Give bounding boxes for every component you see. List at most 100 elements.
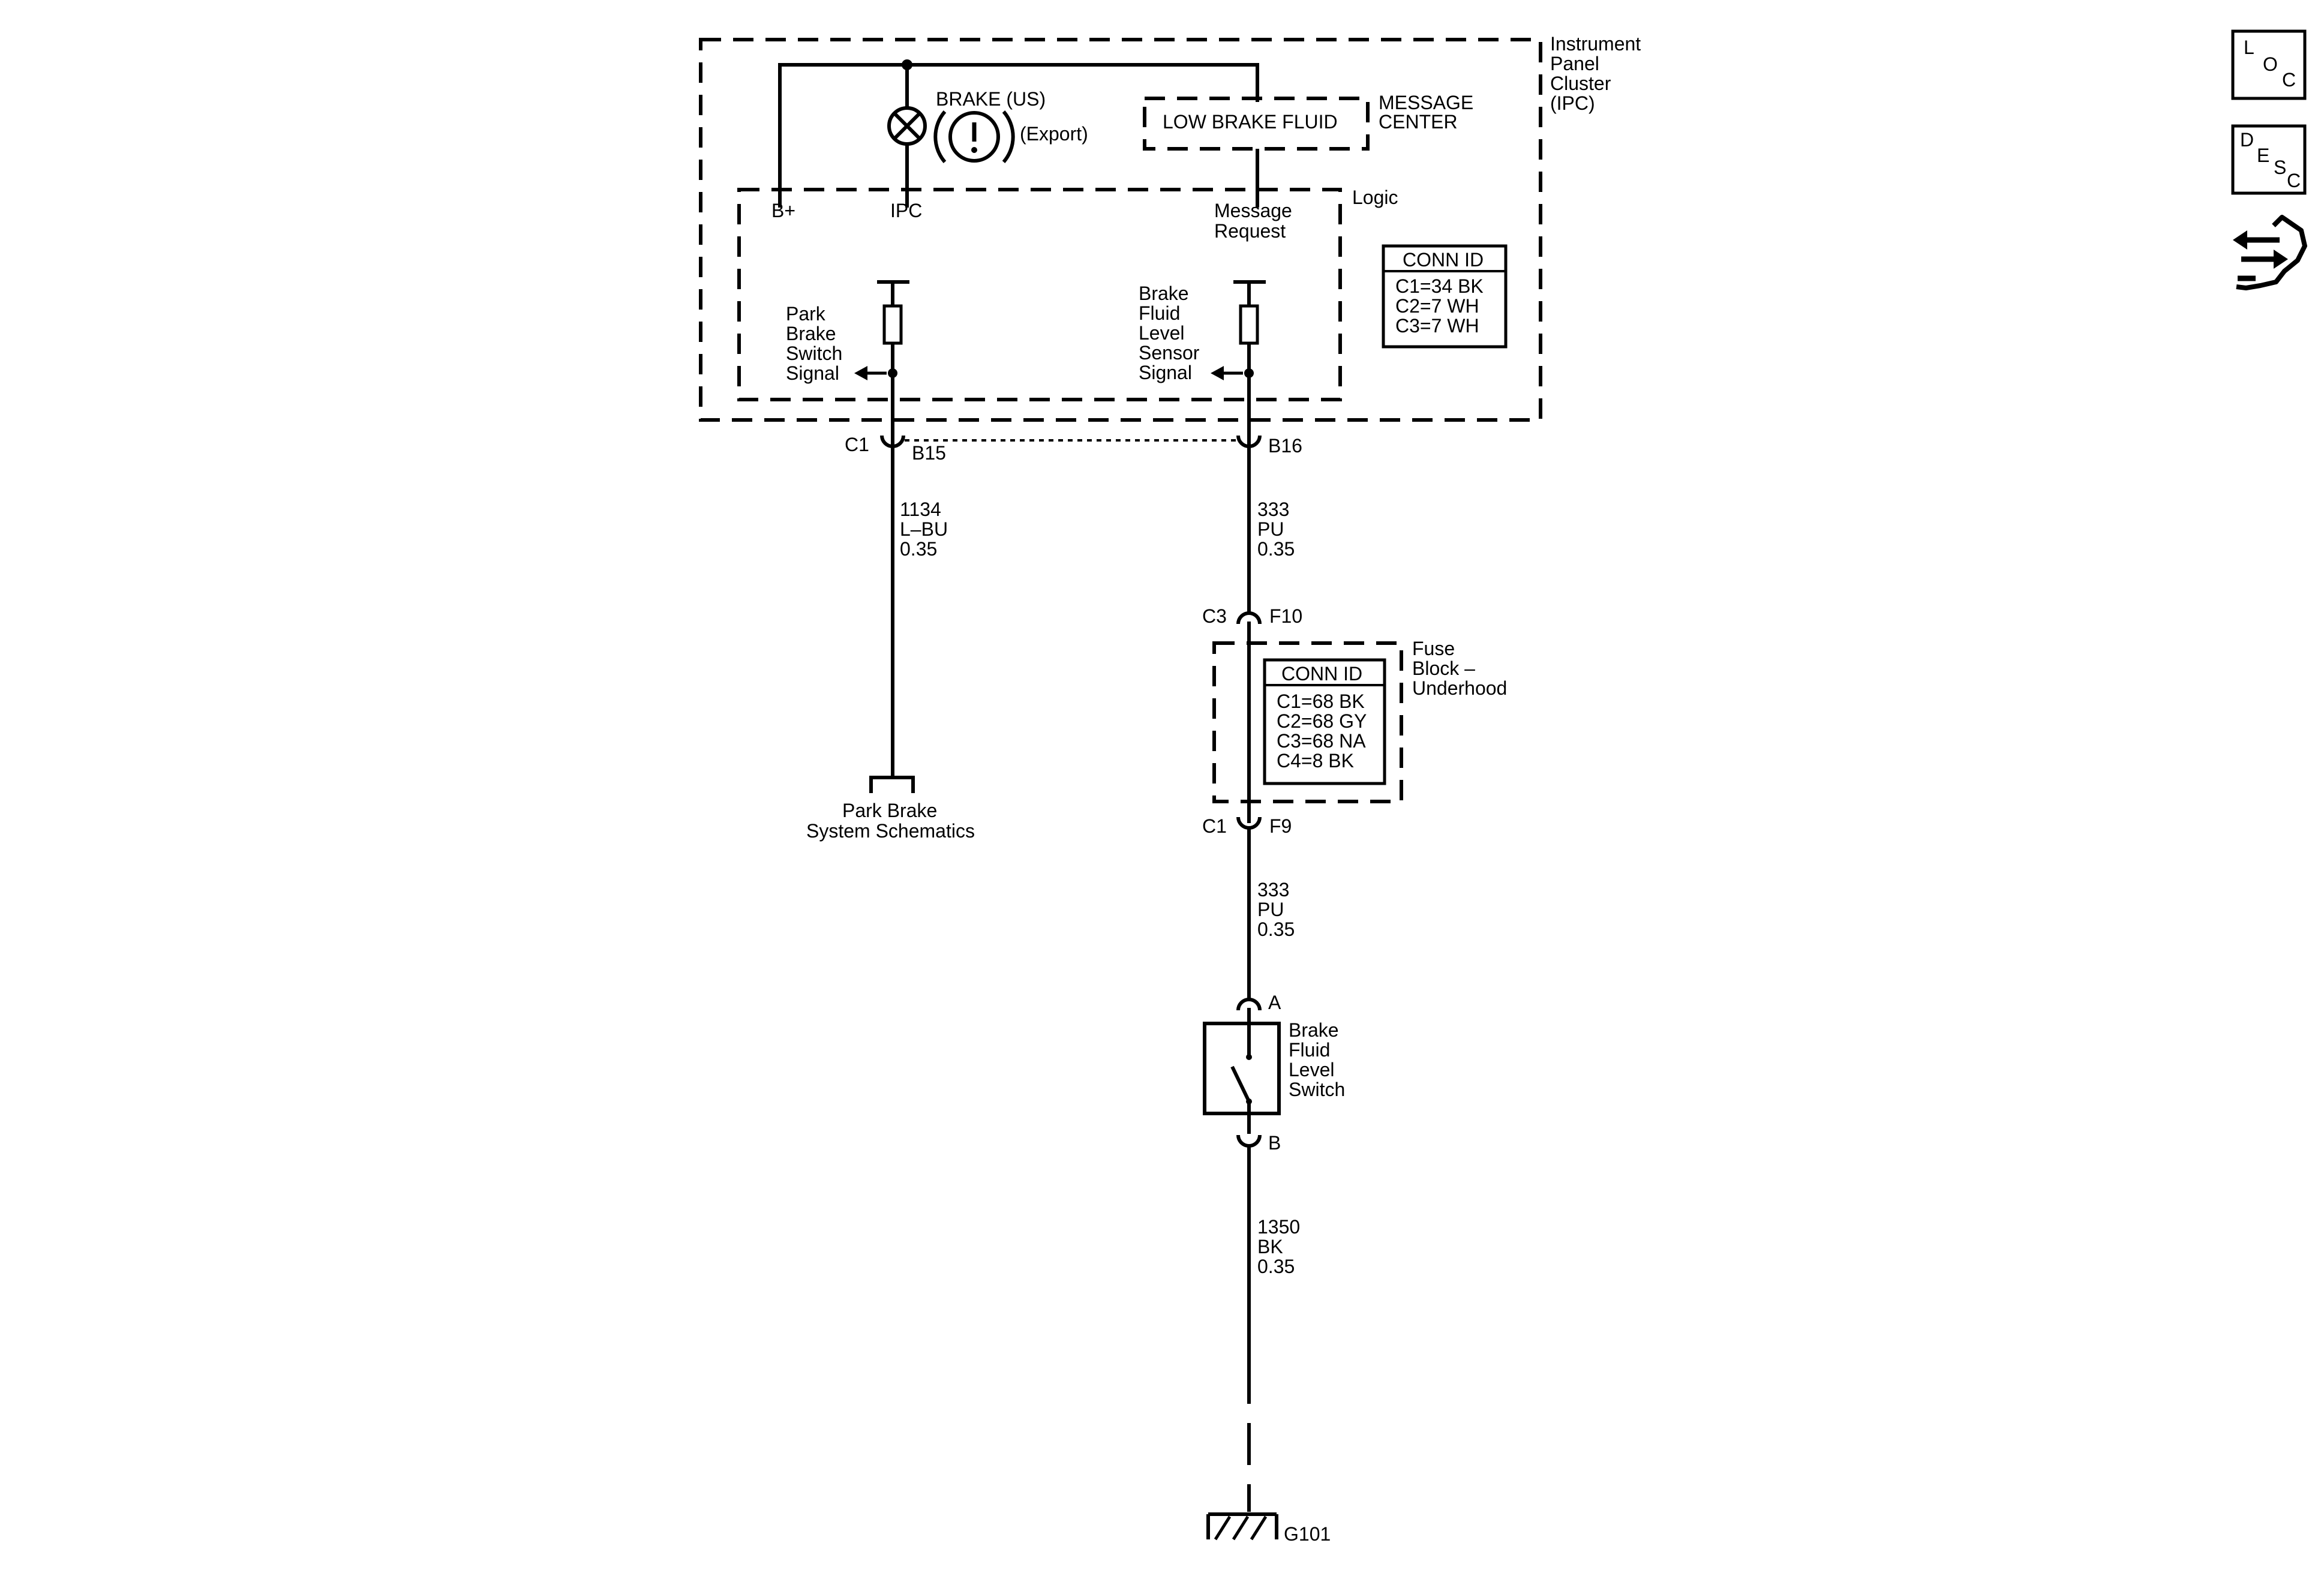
fuse-block-title: Fuse Block – Underhood <box>1412 638 1507 699</box>
svg-text:L: L <box>2244 37 2254 58</box>
wire-middle-right-label: 333 PU 0.35 <box>1257 879 1295 940</box>
svg-text:Level: Level <box>1289 1059 1335 1080</box>
svg-text:Fluid: Fluid <box>1139 302 1180 324</box>
c3-label: C3 <box>1202 605 1227 627</box>
svg-text:Brake: Brake <box>1289 1019 1339 1041</box>
svg-text:Park: Park <box>786 303 826 325</box>
svg-text:Underhood: Underhood <box>1412 677 1507 699</box>
svg-text:Signal: Signal <box>786 362 839 384</box>
export-label: (Export) <box>1020 123 1088 145</box>
brake-fluid-level-switch <box>1203 1008 1281 1134</box>
logic-label: Logic <box>1352 187 1398 208</box>
connector-b <box>1236 1134 1262 1148</box>
c1-fuse-label: C1 <box>1202 815 1227 837</box>
svg-text:PU: PU <box>1257 518 1284 540</box>
svg-text:0.35: 0.35 <box>1257 538 1295 560</box>
svg-text:1134: 1134 <box>900 499 941 520</box>
svg-text:C2=68 GY: C2=68 GY <box>1277 710 1367 732</box>
svg-text:Switch: Switch <box>1289 1079 1345 1100</box>
svg-text:L–BU: L–BU <box>900 518 948 540</box>
svg-text:Fuse: Fuse <box>1412 638 1455 659</box>
hand-tool-icon[interactable] <box>2229 210 2310 300</box>
svg-text:Panel: Panel <box>1550 53 1599 74</box>
fuse-block-boundary <box>1212 641 1403 803</box>
brake-fluid-switch-label: Brake Fluid Level Switch <box>1289 1019 1345 1100</box>
wire-lower-right-label: 1350 BK 0.35 <box>1257 1216 1300 1277</box>
svg-text:0.35: 0.35 <box>1257 918 1295 940</box>
ipc-conn-id-table: CONN ID C1=34 BK C2=7 WH C3=7 WH <box>1382 244 1508 349</box>
svg-text:Brake: Brake <box>1139 283 1189 304</box>
ipc-title: Instrument Panel Cluster (IPC) <box>1550 33 1641 114</box>
b16-label: B16 <box>1268 435 1302 457</box>
svg-text:1350: 1350 <box>1257 1216 1300 1238</box>
svg-text:S: S <box>2274 157 2286 178</box>
svg-text:C: C <box>2282 69 2296 91</box>
svg-text:C1=34 BK: C1=34 BK <box>1395 275 1484 297</box>
connector-f10 <box>1236 611 1262 625</box>
svg-text:Brake: Brake <box>786 323 836 344</box>
b15-label: B15 <box>912 442 946 464</box>
park-brake-ref-symbol <box>869 776 915 793</box>
connector-a <box>1236 998 1262 1011</box>
message-center-label: MESSAGE <box>1379 92 1473 113</box>
lamp-x-icon <box>887 106 927 146</box>
message-center-box <box>1143 97 1370 151</box>
wire-upper-right-label: 333 PU 0.35 <box>1257 499 1295 560</box>
pin-message-request-label-2: Request <box>1214 220 1286 242</box>
fuse-conn-id-table: CONN ID C1=68 BK C2=68 GY C3=68 NA C4=8 … <box>1263 658 1386 785</box>
bus-splice <box>902 59 912 70</box>
svg-text:Sensor: Sensor <box>1139 342 1200 364</box>
wire-left-label: 1134 L–BU 0.35 <box>900 499 948 560</box>
svg-text:PU: PU <box>1257 899 1284 920</box>
brake-fluid-pullup <box>1211 280 1266 445</box>
svg-text:D: D <box>2240 129 2254 151</box>
brake-fluid-signal-label: Brake Fluid Level Sensor Signal <box>1139 283 1200 383</box>
svg-text:C: C <box>2287 170 2301 191</box>
svg-text:BK: BK <box>1257 1236 1283 1257</box>
b-plus-bus <box>778 63 1259 208</box>
f9-label: F9 <box>1269 815 1292 837</box>
message-center-label-2: CENTER <box>1379 111 1458 133</box>
pin-a-label: A <box>1268 992 1281 1013</box>
ipc-boundary <box>699 38 1542 422</box>
svg-text:C4=8 BK: C4=8 BK <box>1277 750 1354 772</box>
ground-label: G101 <box>1284 1523 1331 1545</box>
brake-lamp-label: BRAKE (US) <box>936 88 1046 110</box>
svg-text:CONN ID: CONN ID <box>1403 249 1484 271</box>
pin-bplus-label: B+ <box>771 200 795 221</box>
svg-text:0.35: 0.35 <box>1257 1256 1295 1277</box>
loc-button[interactable]: L O C <box>2231 29 2307 100</box>
svg-text:Cluster: Cluster <box>1550 73 1611 94</box>
svg-text:Level: Level <box>1139 322 1185 344</box>
svg-text:O: O <box>2263 53 2278 75</box>
park-brake-pullup <box>854 280 909 445</box>
park-brake-ref-label: Park Brake System Schematics <box>806 800 975 842</box>
svg-text:C3=68 NA: C3=68 NA <box>1277 730 1366 752</box>
f10-label: F10 <box>1269 605 1302 627</box>
svg-text:C1=68 BK: C1=68 BK <box>1277 691 1365 712</box>
svg-text:333: 333 <box>1257 499 1289 520</box>
svg-text:Park Brake: Park Brake <box>842 800 937 821</box>
pin-ipc-label: IPC <box>890 200 922 221</box>
svg-text:CONN ID: CONN ID <box>1281 663 1362 685</box>
svg-text:E: E <box>2257 145 2269 166</box>
svg-text:Fluid: Fluid <box>1289 1039 1330 1061</box>
svg-text:System Schematics: System Schematics <box>806 820 975 842</box>
logic-box <box>737 188 1342 401</box>
svg-text:333: 333 <box>1257 879 1289 900</box>
message-center-text: LOW BRAKE FLUID <box>1163 111 1338 133</box>
ground-icon <box>1206 1512 1278 1541</box>
svg-text:Signal: Signal <box>1139 362 1192 383</box>
svg-text:Instrument: Instrument <box>1550 33 1641 55</box>
svg-text:(IPC): (IPC) <box>1550 92 1595 114</box>
svg-text:0.35: 0.35 <box>900 538 937 560</box>
svg-text:C3=7 WH: C3=7 WH <box>1395 315 1479 337</box>
park-brake-signal-label: Park Brake Switch Signal <box>786 303 842 384</box>
svg-text:Switch: Switch <box>786 343 842 364</box>
svg-text:C2=7 WH: C2=7 WH <box>1395 295 1479 317</box>
desc-button[interactable]: D E S C <box>2231 124 2307 195</box>
svg-text:Block –: Block – <box>1412 658 1475 679</box>
brake-warning-icon <box>933 110 1015 163</box>
pin-b-label: B <box>1268 1132 1281 1154</box>
